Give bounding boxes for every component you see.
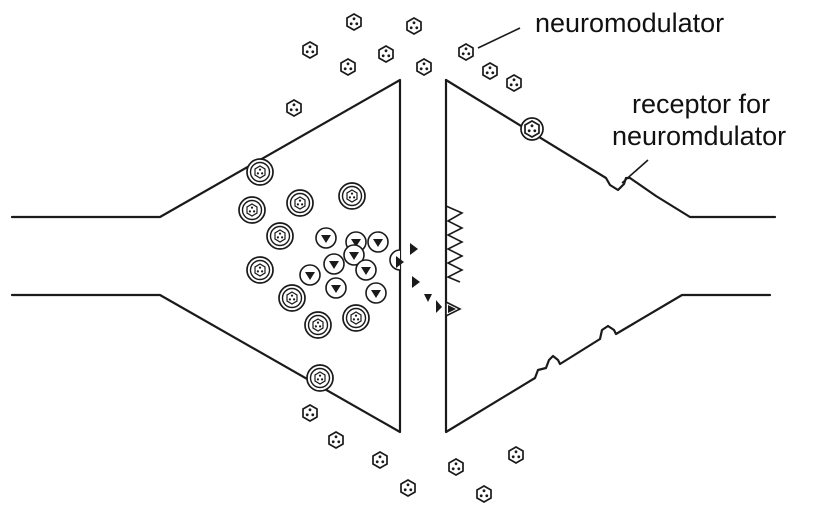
- postsynaptic-receptors: [445, 205, 464, 318]
- neuromodulator-molecule: [506, 74, 522, 92]
- label-leaders: [477, 27, 649, 184]
- vesicle-neurotransmitter: [323, 253, 345, 275]
- vesicle-neurotransmitter: [355, 259, 377, 281]
- neuromodulator-molecule: [328, 431, 344, 449]
- neuromodulator-molecule: [378, 45, 394, 63]
- vesicle-neuromodulator: [338, 182, 366, 210]
- neuromodulator-molecules: [286, 13, 544, 503]
- neuromodulator-molecule: [406, 17, 422, 35]
- neuromodulator-molecule: [286, 99, 302, 117]
- neuromodulator-molecule: [346, 13, 362, 31]
- vesicle-neurotransmitter: [365, 282, 387, 304]
- neuromodulator-molecule: [302, 41, 318, 59]
- neuromodulator-molecule: [448, 458, 464, 476]
- neuromodulator-molecule: [372, 451, 388, 469]
- neuromodulator-label: neuromodulator: [535, 8, 724, 38]
- vesicle-neuromodulator: [342, 304, 370, 332]
- vesicle-neuromodulator: [266, 222, 294, 250]
- vesicle-cluster: [238, 158, 401, 392]
- neuromodulator-molecule: [458, 43, 474, 61]
- vesicle-neurotransmitter: [315, 227, 337, 249]
- neuromodulator-molecule: [400, 479, 416, 497]
- neuromodulator-molecule: [482, 62, 498, 80]
- neuromodulator-molecule: [508, 446, 524, 464]
- vesicle-neurotransmitter: [325, 277, 347, 299]
- neuromodulator-molecule-bound: [524, 120, 540, 138]
- vesicle-neuromodulator: [306, 364, 334, 392]
- vesicle-neuromodulator: [238, 196, 266, 224]
- presynaptic-terminal: [10, 78, 402, 434]
- neuromodulator-molecule: [476, 485, 492, 503]
- vesicle-neuromodulator: [304, 311, 332, 339]
- released-neurotransmitters: [396, 243, 442, 313]
- vesicle-neuromodulator: [246, 158, 274, 186]
- neuromodulator-molecule: [416, 58, 432, 76]
- vesicle-neurotransmitter: [299, 264, 321, 286]
- vesicle-neuromodulator: [246, 256, 274, 284]
- vesicle-neurotransmitter: [367, 231, 389, 253]
- neuromodulator-molecule: [340, 58, 356, 76]
- vesicle-neuromodulator: [286, 189, 314, 217]
- receptor-label-line2: neuromdulator: [612, 121, 786, 151]
- receptor-label-line1: receptor for: [632, 89, 770, 119]
- neuromodulator-molecule: [302, 404, 318, 422]
- vesicle-neuromodulator: [278, 284, 306, 312]
